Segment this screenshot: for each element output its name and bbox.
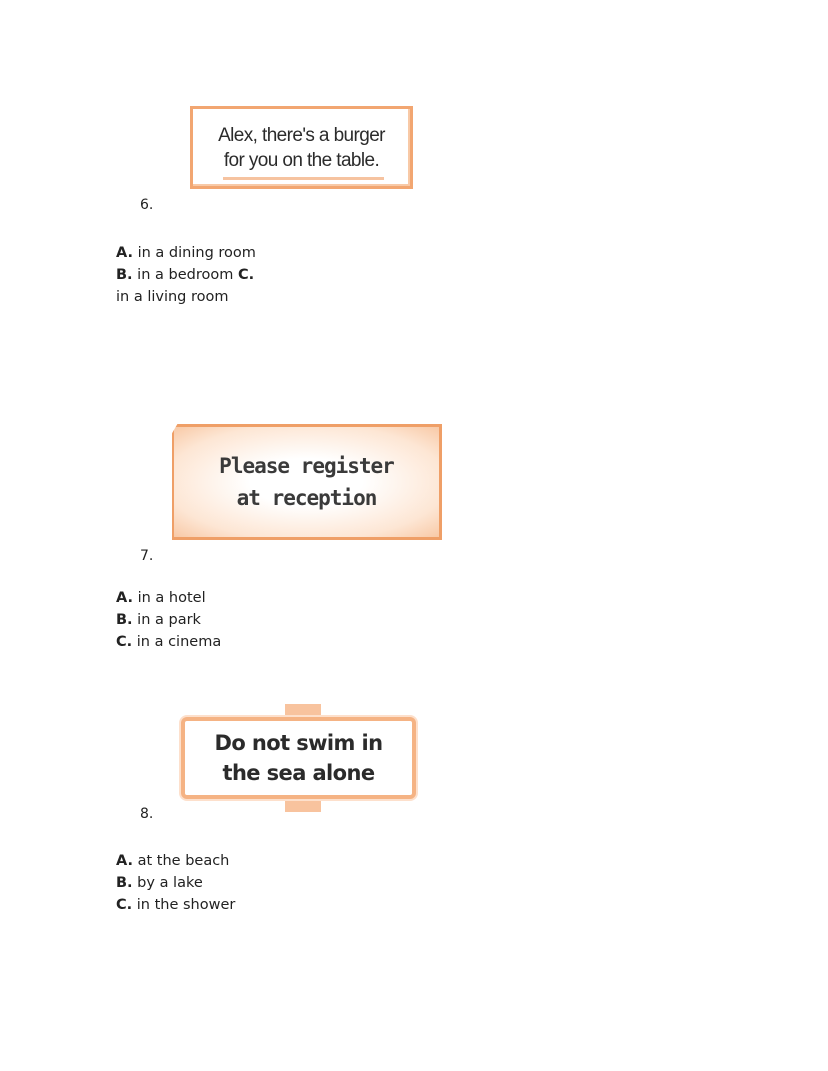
sign-line: the sea alone <box>222 761 376 785</box>
option-text: at the beach <box>137 853 230 869</box>
option-letter: B. <box>116 267 133 283</box>
sign-line: Alex, there's a burger <box>218 124 385 146</box>
question-number: 6. <box>140 197 154 213</box>
sign-line: Please register <box>219 454 395 478</box>
sign-register-reception: Please register at reception <box>172 424 442 540</box>
option-row: C. in the shower <box>116 894 235 916</box>
option-row: A. at the beach <box>116 850 235 872</box>
sign-burger-note: Alex, there's a burger for you on the ta… <box>190 106 413 189</box>
option-text: in the shower <box>136 897 236 913</box>
option-text: by a lake <box>137 875 203 891</box>
sign-line: for you on the table. <box>223 149 380 171</box>
option-text: in a living room <box>116 289 229 305</box>
option-letter: B. <box>116 875 133 891</box>
question-number: 7. <box>140 548 154 564</box>
option-letter: A. <box>116 590 133 606</box>
sign-line: at reception <box>236 486 378 510</box>
question-number: 8. <box>140 806 154 822</box>
option-letter: C. <box>116 634 133 650</box>
option-row: A. in a hotel <box>116 587 221 609</box>
sign-do-not-swim: Do not swim in the sea alone <box>181 717 416 799</box>
option-letter: B. <box>116 612 133 628</box>
option-text: in a bedroom <box>137 267 234 283</box>
option-letter: A. <box>116 245 133 261</box>
answer-options: A. in a hotel B. in a park C. in a cinem… <box>116 587 221 653</box>
sign-line: Do not swim in <box>214 731 384 755</box>
option-text: in a cinema <box>136 634 222 650</box>
option-letter: C. <box>237 267 255 283</box>
option-row: C. in a cinema <box>116 631 221 653</box>
option-row: B. in a park <box>116 609 221 631</box>
answer-options: A. at the beach B. by a lake C. in the s… <box>116 850 235 916</box>
option-letter: A. <box>116 853 133 869</box>
option-text: in a park <box>137 612 201 628</box>
answer-options: A. in a dining room B. in a bedroom C. i… <box>116 242 266 308</box>
option-text: in a hotel <box>137 590 206 606</box>
option-text: in a dining room <box>137 245 256 261</box>
option-letter: C. <box>116 897 133 913</box>
option-row: B. by a lake <box>116 872 235 894</box>
